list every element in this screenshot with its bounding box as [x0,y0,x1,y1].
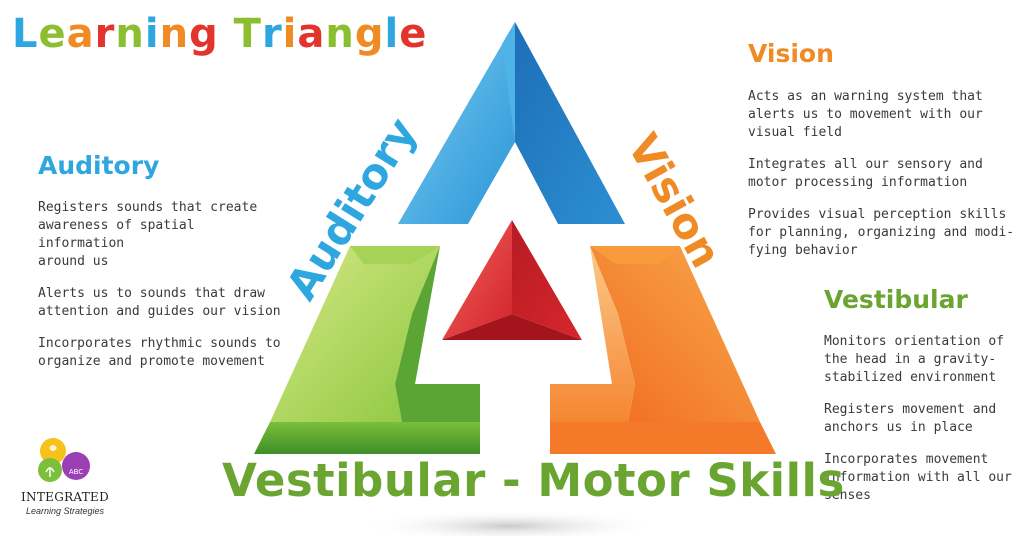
title-letter: n [325,11,355,57]
auditory-point-1: Registers sounds that create awareness o… [38,200,258,269]
title-letter: L [12,11,39,57]
logo-name: INTEGRATED [20,490,110,504]
title-letter: i [144,11,160,57]
drop-shadow [360,510,660,536]
auditory-point-3: Incorporates rhythmic sounds to organize… [38,336,281,369]
title-letter: r [94,11,116,57]
vestibular-motor-skills-label: Vestibular - Motor Skills [222,454,845,507]
title-letter: a [66,11,95,57]
learning-triangle-diagram [254,22,776,536]
vision-description: Acts as an warning system that alerts us… [748,88,1018,274]
vestibular-point-2: Registers movement and anchors us in pla… [824,402,997,435]
center-pyramid [442,220,582,340]
logo-mark: ABC [38,438,90,482]
vision-point-3: Provides visual perception skills for pl… [748,207,1015,258]
vestibular-left-segment [254,246,480,454]
vestibular-point-3: Incorporates movement information with a… [824,452,1012,503]
auditory-description: Registers sounds that create awareness o… [38,199,288,385]
title-letter: n [159,11,190,57]
logo-badge-text: ABC [69,468,83,476]
vestibular-heading: Vestibular [824,285,968,314]
title-letter: g [189,11,219,57]
auditory-point-2: Alerts us to sounds that draw attention … [38,286,281,319]
logo-tagline: Learning Strategies [25,506,105,516]
title-letter: a [297,11,326,57]
auditory-heading: Auditory [38,151,160,180]
vestibular-right-segment [550,246,776,454]
title-letter: T [233,11,262,57]
title-letter: g [354,11,385,57]
title-letter: e [38,11,67,57]
title-letter: e [399,11,428,57]
vision-heading: Vision [748,39,834,68]
vestibular-description: Monitors orientation of the head in a gr… [824,333,1019,519]
title-letter: r [261,11,283,57]
vision-point-1: Acts as an warning system that alerts us… [748,89,983,140]
title-letter: i [282,11,298,57]
title-letter: n [115,11,145,57]
vestibular-point-1: Monitors orientation of the head in a gr… [824,334,1005,385]
page-title: Learning Triangle [12,14,427,54]
title-letter [219,14,234,54]
auditory-triangle-segment [398,22,625,224]
integrated-learning-logo: ABC INTEGRATED Learning Strategies [10,436,120,526]
vision-point-2: Integrates all our sensory and motor pro… [748,157,983,190]
title-letter: l [384,11,400,57]
